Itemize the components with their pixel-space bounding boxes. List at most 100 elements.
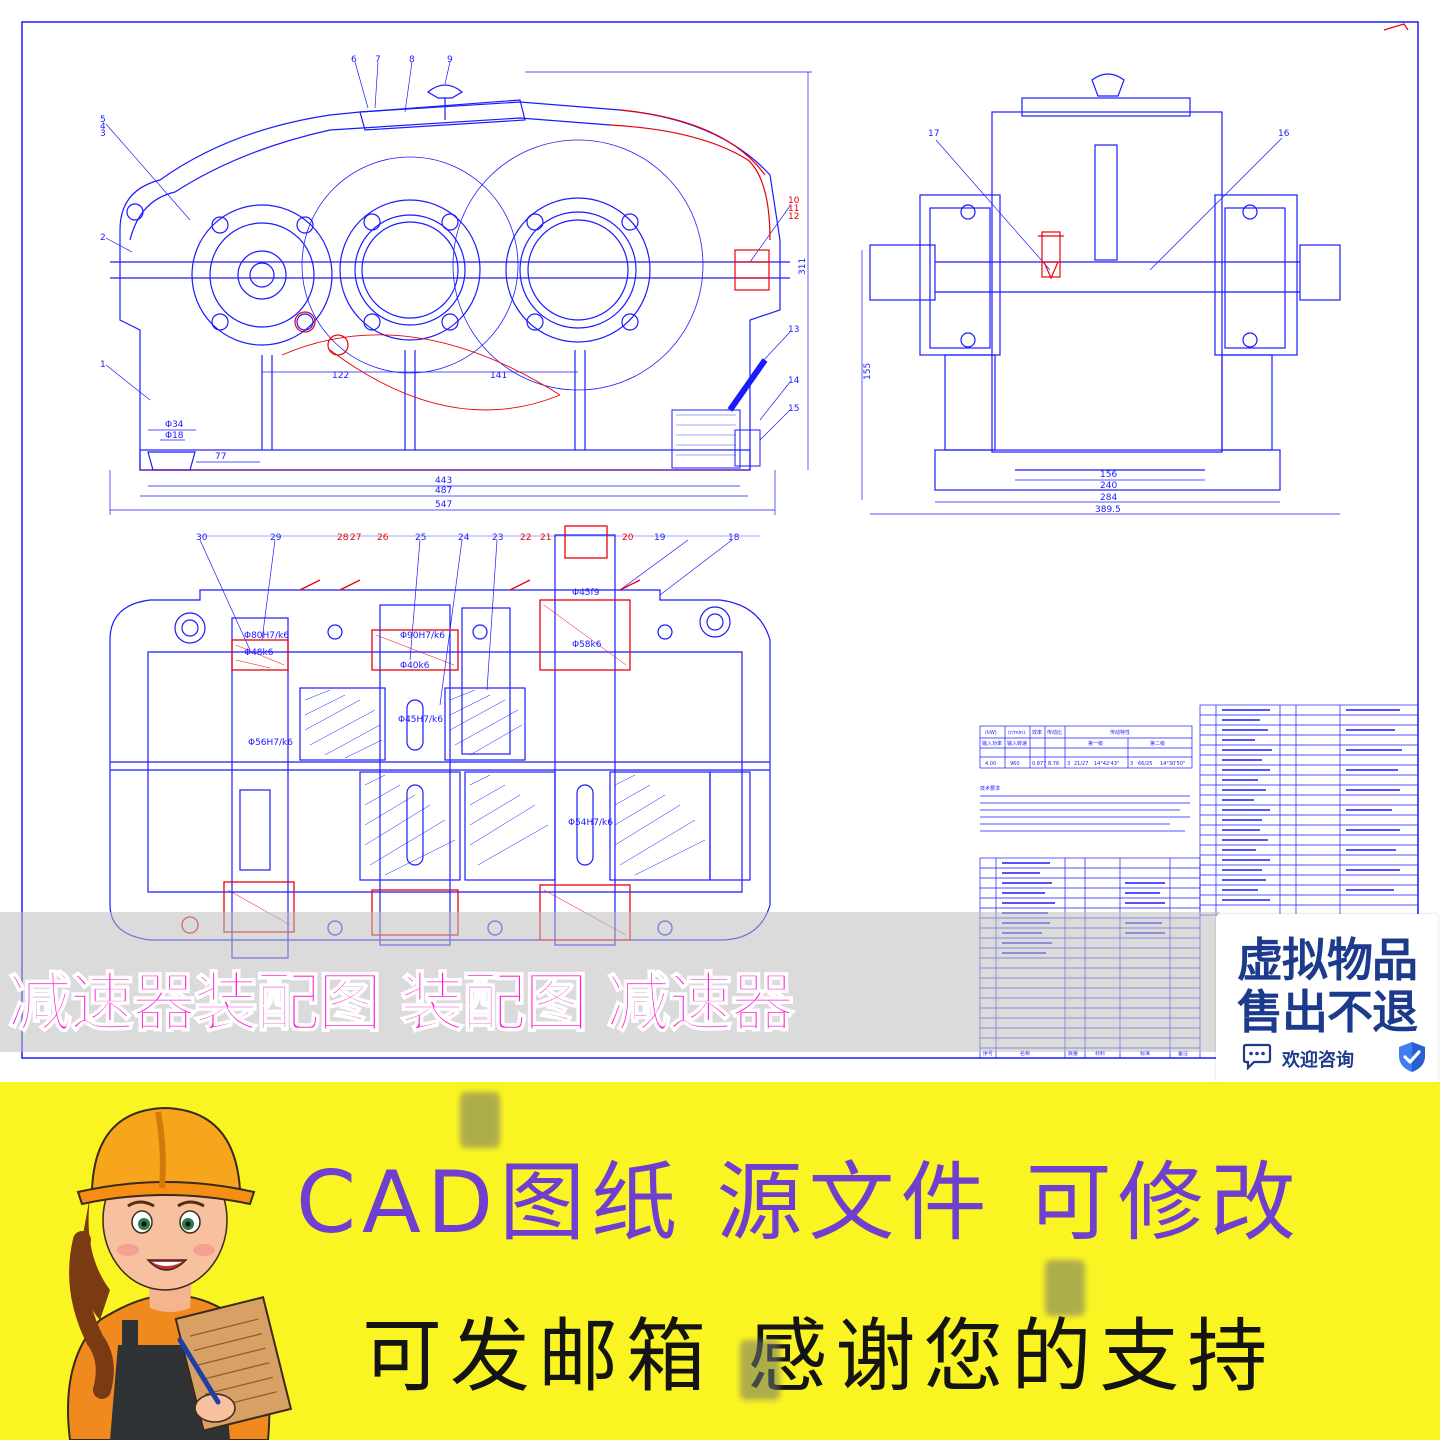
fit-58k6: Φ58k6 [572, 640, 602, 650]
part-24: 24 [458, 533, 470, 543]
shield-check-icon [1399, 1042, 1425, 1072]
part-2: 2 [100, 233, 106, 243]
front-view-red [140, 109, 771, 471]
fit-90h7k6-a: Φ90H7/k6 [400, 631, 445, 641]
consult-button[interactable]: 欢迎咨询 [1216, 1036, 1438, 1080]
part-16: 16 [1278, 129, 1290, 139]
side-view [861, 73, 1341, 515]
dim-155: 155 [863, 363, 873, 380]
fit-45f9: Φ45f9 [572, 588, 600, 598]
dim-240: 240 [1100, 481, 1117, 491]
spec-header-kw: (kW) [985, 730, 997, 736]
part-17: 17 [928, 129, 939, 139]
banner-line-2: 可发邮箱 感谢您的支持 [362, 1310, 1276, 1403]
part-27: 27 [350, 533, 361, 543]
part-3: 3 [100, 129, 106, 139]
oil-drain-area [671, 358, 768, 469]
spec-header-eff: 效率 [1032, 729, 1042, 736]
side-view-red [1038, 231, 1064, 280]
top-view [109, 534, 771, 959]
part-22: 22 [520, 533, 531, 543]
fit-45h7k6: Φ45H7/k6 [398, 715, 443, 725]
part-21: 21 [540, 533, 551, 543]
part-7: 7 [375, 55, 381, 65]
dim-487: 487 [435, 486, 452, 496]
spec-header-trans: 传动特性 [1110, 729, 1130, 736]
part-19: 19 [654, 533, 666, 543]
part-9: 9 [447, 55, 453, 65]
dia-34: Φ34 [165, 420, 184, 430]
part-8: 8 [409, 55, 415, 65]
part-25: 25 [415, 533, 426, 543]
spec-table [979, 725, 1193, 769]
parts-header-remark: 备注 [1178, 1050, 1188, 1057]
part-5: 5 [100, 115, 106, 125]
spec-val-beta2: 14°30'50" [1160, 761, 1185, 767]
fit-40k6-a: Φ40k6 [400, 661, 430, 671]
product-title: 减速器装配图 装配图 减速器 [7, 966, 795, 1042]
parts-header-material: 材料 [1095, 1050, 1105, 1057]
spec-val-z2: 66/25 [1138, 761, 1152, 767]
spec-val-beta1: 14°42'43" [1094, 761, 1119, 767]
banner-line-1: CAD图纸 源文件 可修改 [296, 1153, 1302, 1253]
worker-illustration [67, 1106, 293, 1440]
parts-header-name: 名称 [1020, 1050, 1030, 1057]
tech-requirements-lines [980, 795, 1190, 832]
parts-header-no: 序号 [983, 1050, 993, 1057]
part-11: 11 [788, 204, 799, 214]
sheet-border [21, 21, 1419, 1059]
part-15: 15 [788, 404, 799, 414]
spec-sub-speed: 输入转速 [1007, 740, 1027, 747]
dim-141: 141 [490, 371, 507, 381]
part-26: 26 [377, 533, 389, 543]
spec-sub-first: 第一级 [1088, 740, 1103, 747]
part-29: 29 [270, 533, 282, 543]
dim-122: 122 [332, 371, 349, 381]
no-refund-badge: 虚拟物品 售出不退 欢迎咨询 [1216, 914, 1438, 1084]
dim-284: 284 [1100, 493, 1117, 503]
dim-156: 156 [1100, 470, 1117, 480]
cad-drawing: 122 141 311 77 443 487 547 Φ34 Φ18 6 7 8… [21, 21, 1419, 1059]
part-30: 30 [196, 533, 208, 543]
badge-line-2: 售出不退 [1237, 985, 1418, 1039]
chat-bubble-icon [1242, 1043, 1272, 1070]
dim-77: 77 [215, 452, 226, 462]
fit-56h7k6: Φ56H7/k6 [248, 738, 293, 748]
fit-48k6-a: Φ48k6 [244, 648, 274, 658]
fit-54h7k6: Φ54H7/k6 [568, 818, 613, 828]
spec-sub-second: 第二级 [1150, 740, 1165, 747]
sheet-corner-mark [1383, 23, 1409, 31]
fit-80h7k6-a: Φ80H7/k6 [244, 631, 289, 641]
spec-val-m2: 3 [1130, 761, 1133, 767]
spec-val-ratio: 8.76 [1048, 761, 1059, 767]
part-12: 12 [788, 212, 799, 222]
blurred-watermark-1 [460, 1092, 500, 1148]
part-20: 20 [622, 533, 634, 543]
dim-389-5: 389.5 [1095, 505, 1121, 515]
part-1: 1 [100, 360, 106, 370]
title-overlay-band [0, 912, 1220, 1052]
part-13: 13 [788, 325, 799, 335]
dim-443: 443 [435, 476, 452, 486]
spec-header-rpm: (r/min) [1008, 730, 1025, 736]
parts-list-fill-lines [1002, 709, 1402, 954]
spec-val-eff: 0.877 [1032, 761, 1046, 767]
parts-header-qty: 数量 [1068, 1050, 1078, 1057]
part-4: 4 [100, 122, 106, 132]
front-view [105, 61, 812, 515]
badge-line-1: 虚拟物品 [1237, 933, 1418, 987]
spec-val-power: 4.00 [985, 761, 996, 767]
parts-header-standard: 标准 [1140, 1050, 1150, 1057]
part-10: 10 [788, 196, 800, 206]
blurred-watermark-3 [740, 1340, 780, 1400]
part-18: 18 [728, 533, 740, 543]
blurred-watermark-2 [1045, 1260, 1085, 1316]
spec-val-m1: 3 [1067, 761, 1070, 767]
consult-label: 欢迎咨询 [1282, 1050, 1354, 1071]
dia-18: Φ18 [165, 431, 184, 441]
tech-requirements-title: 技术要求 [980, 785, 1000, 792]
spec-sub-power: 输入功率 [982, 740, 1002, 747]
spec-val-z1: 21/27 [1074, 761, 1088, 767]
dim-311: 311 [798, 258, 808, 275]
part-23: 23 [492, 533, 503, 543]
